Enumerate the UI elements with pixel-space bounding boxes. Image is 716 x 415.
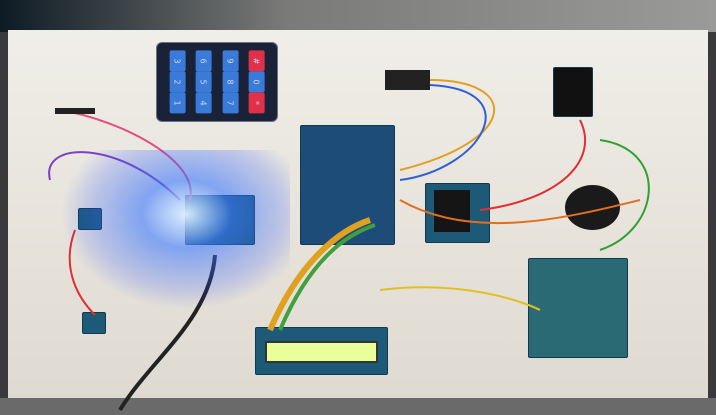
gsm-module bbox=[528, 258, 628, 358]
relay-module bbox=[425, 183, 490, 243]
relay bbox=[434, 190, 470, 232]
blue-led-glow bbox=[60, 150, 290, 310]
membrane-keypad: 3 6 9 # 2 5 8 0 1 4 7 * bbox=[156, 42, 278, 122]
sensor-module-2 bbox=[82, 312, 106, 334]
lcd-screen bbox=[265, 341, 378, 363]
background-top bbox=[0, 0, 716, 32]
background-bottom bbox=[0, 398, 716, 415]
arduino-mega-board bbox=[300, 125, 395, 245]
lcd-module bbox=[255, 327, 388, 375]
fingerprint-sensor bbox=[553, 67, 593, 117]
pin-header bbox=[385, 70, 430, 90]
